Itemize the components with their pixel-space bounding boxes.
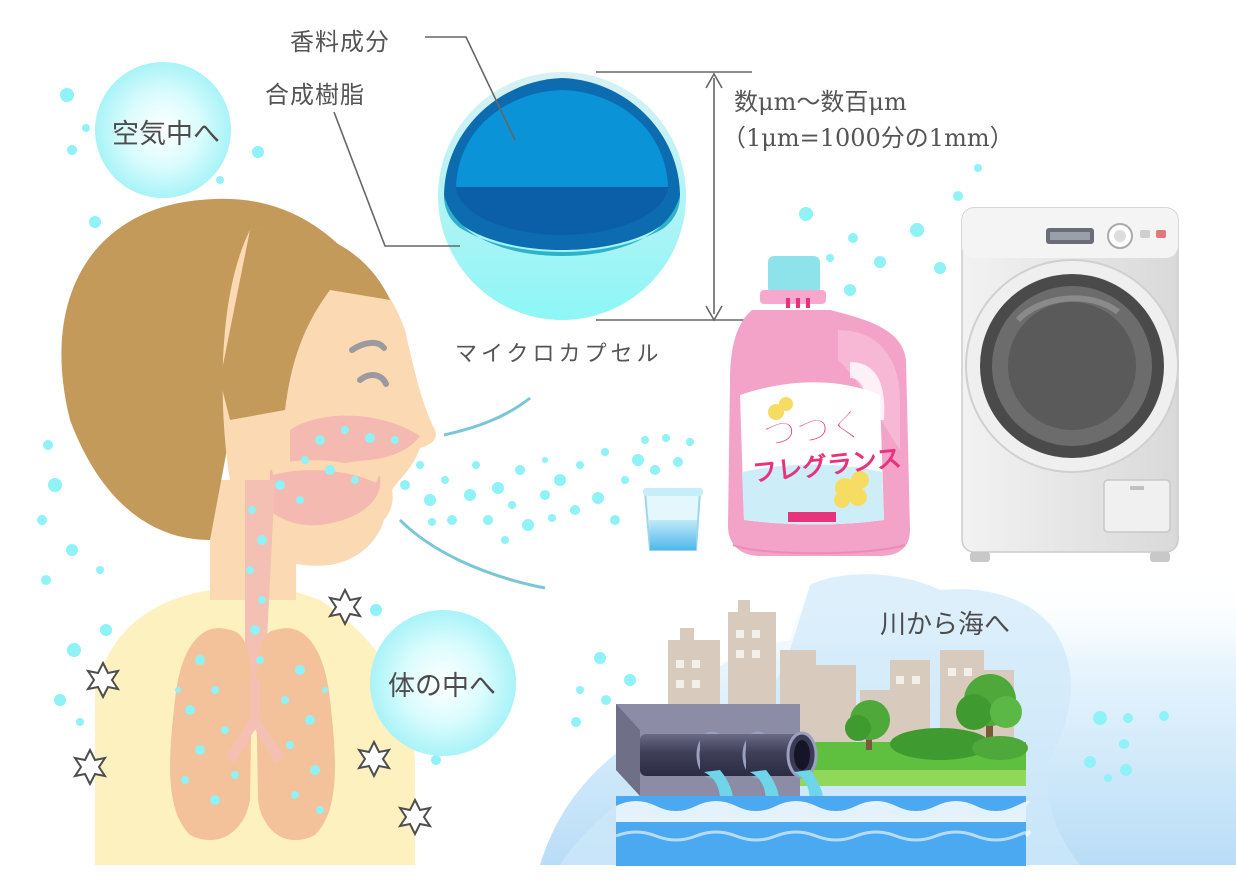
detergent-bottle bbox=[728, 256, 910, 556]
bubble-air bbox=[95, 62, 231, 198]
label-river-to-sea: 川から海へ bbox=[880, 610, 1011, 640]
body-particles bbox=[175, 426, 399, 814]
leader-lines bbox=[333, 36, 752, 322]
label-into-body: 体の中へ bbox=[388, 671, 496, 702]
river-scene bbox=[540, 574, 1236, 866]
label-size-range: 数μm〜数百μm bbox=[734, 88, 907, 116]
exhaled-particles bbox=[400, 434, 694, 544]
microcapsule-diagram bbox=[438, 72, 686, 320]
floating-particles bbox=[37, 88, 1169, 782]
drain-pipes bbox=[640, 731, 818, 779]
label-fragrance-component: 香料成分 bbox=[290, 28, 390, 56]
bubble-body bbox=[370, 610, 516, 756]
measuring-cup bbox=[643, 488, 703, 551]
person-illustration bbox=[61, 198, 436, 865]
flower-icon bbox=[768, 397, 869, 508]
washing-machine bbox=[961, 207, 1179, 562]
label-into-air: 空気中へ bbox=[112, 119, 220, 150]
label-synthetic-resin: 合成樹脂 bbox=[265, 81, 365, 109]
label-microcapsule: マイクロカプセル bbox=[455, 342, 663, 367]
trees bbox=[845, 674, 1028, 760]
breath-lines bbox=[398, 396, 546, 590]
sparkle-icons bbox=[72, 587, 433, 837]
label-size-note: （1μm=1000分の1mm） bbox=[722, 124, 1014, 152]
